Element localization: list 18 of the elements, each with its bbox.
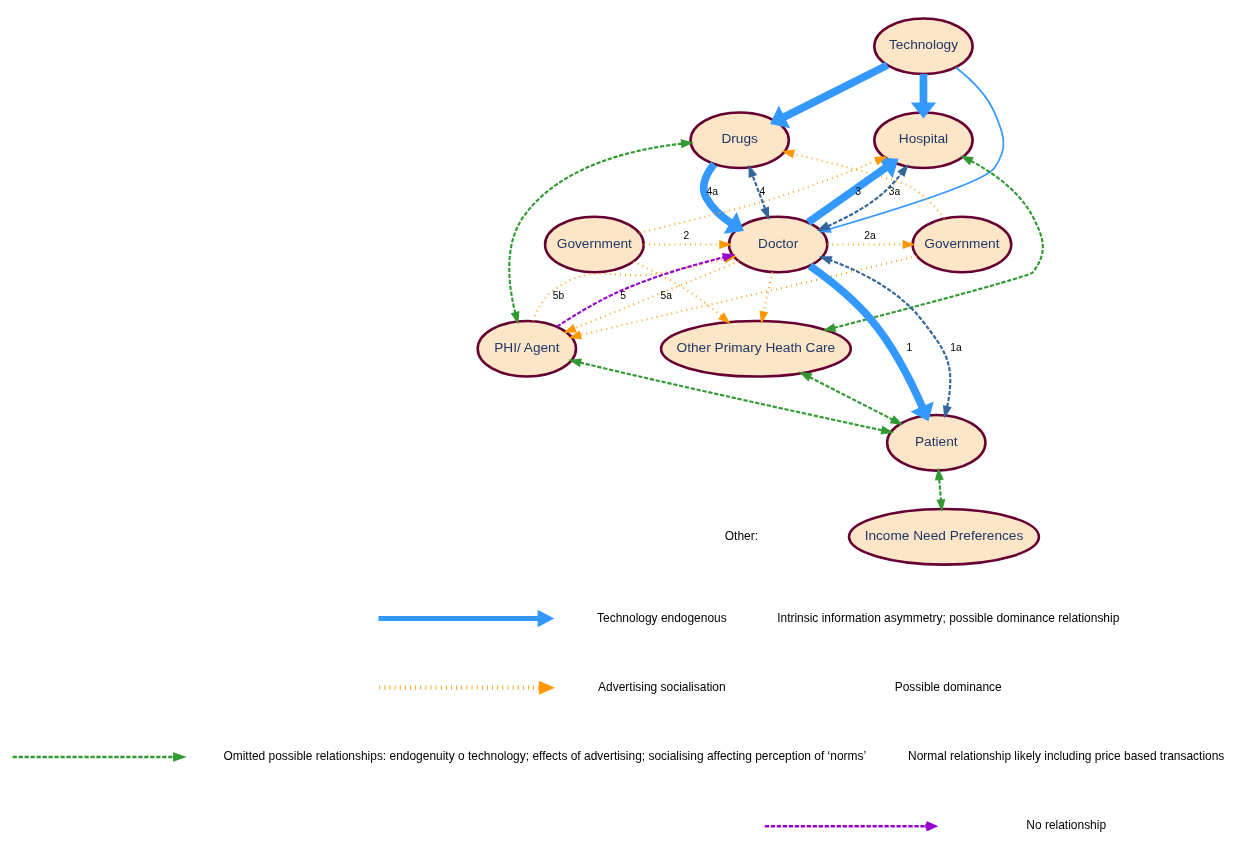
label: Other:	[724, 529, 758, 544]
legend-label: Intrinsic information asymmetry; possible dominance relationship	[777, 610, 1120, 625]
edge-label: 5b	[552, 290, 565, 302]
edge-label: 4	[759, 186, 766, 198]
edge-label: 5a	[660, 290, 672, 302]
edge-label: 2	[683, 230, 690, 242]
edge-label: 3	[855, 186, 861, 198]
edge-label: 1a	[950, 342, 962, 354]
label: Advertising socialisation	[598, 679, 726, 694]
legend-label: Possible dominance	[894, 679, 1002, 694]
legend-label: No relationship	[1026, 818, 1107, 833]
edge-label: 5	[620, 290, 626, 302]
label: Technology endogenous	[597, 610, 727, 625]
edge-label: 2a	[864, 230, 876, 242]
edge-label: 3a	[888, 186, 901, 198]
label: Omitted possible relationships: endogenuity o technology; effects of advertising; socialising affecting perception of ‘norms’	[223, 749, 867, 764]
legend-label: Normal relationship likely including price based transactions	[908, 749, 1225, 764]
edge-label: 1	[906, 342, 913, 354]
